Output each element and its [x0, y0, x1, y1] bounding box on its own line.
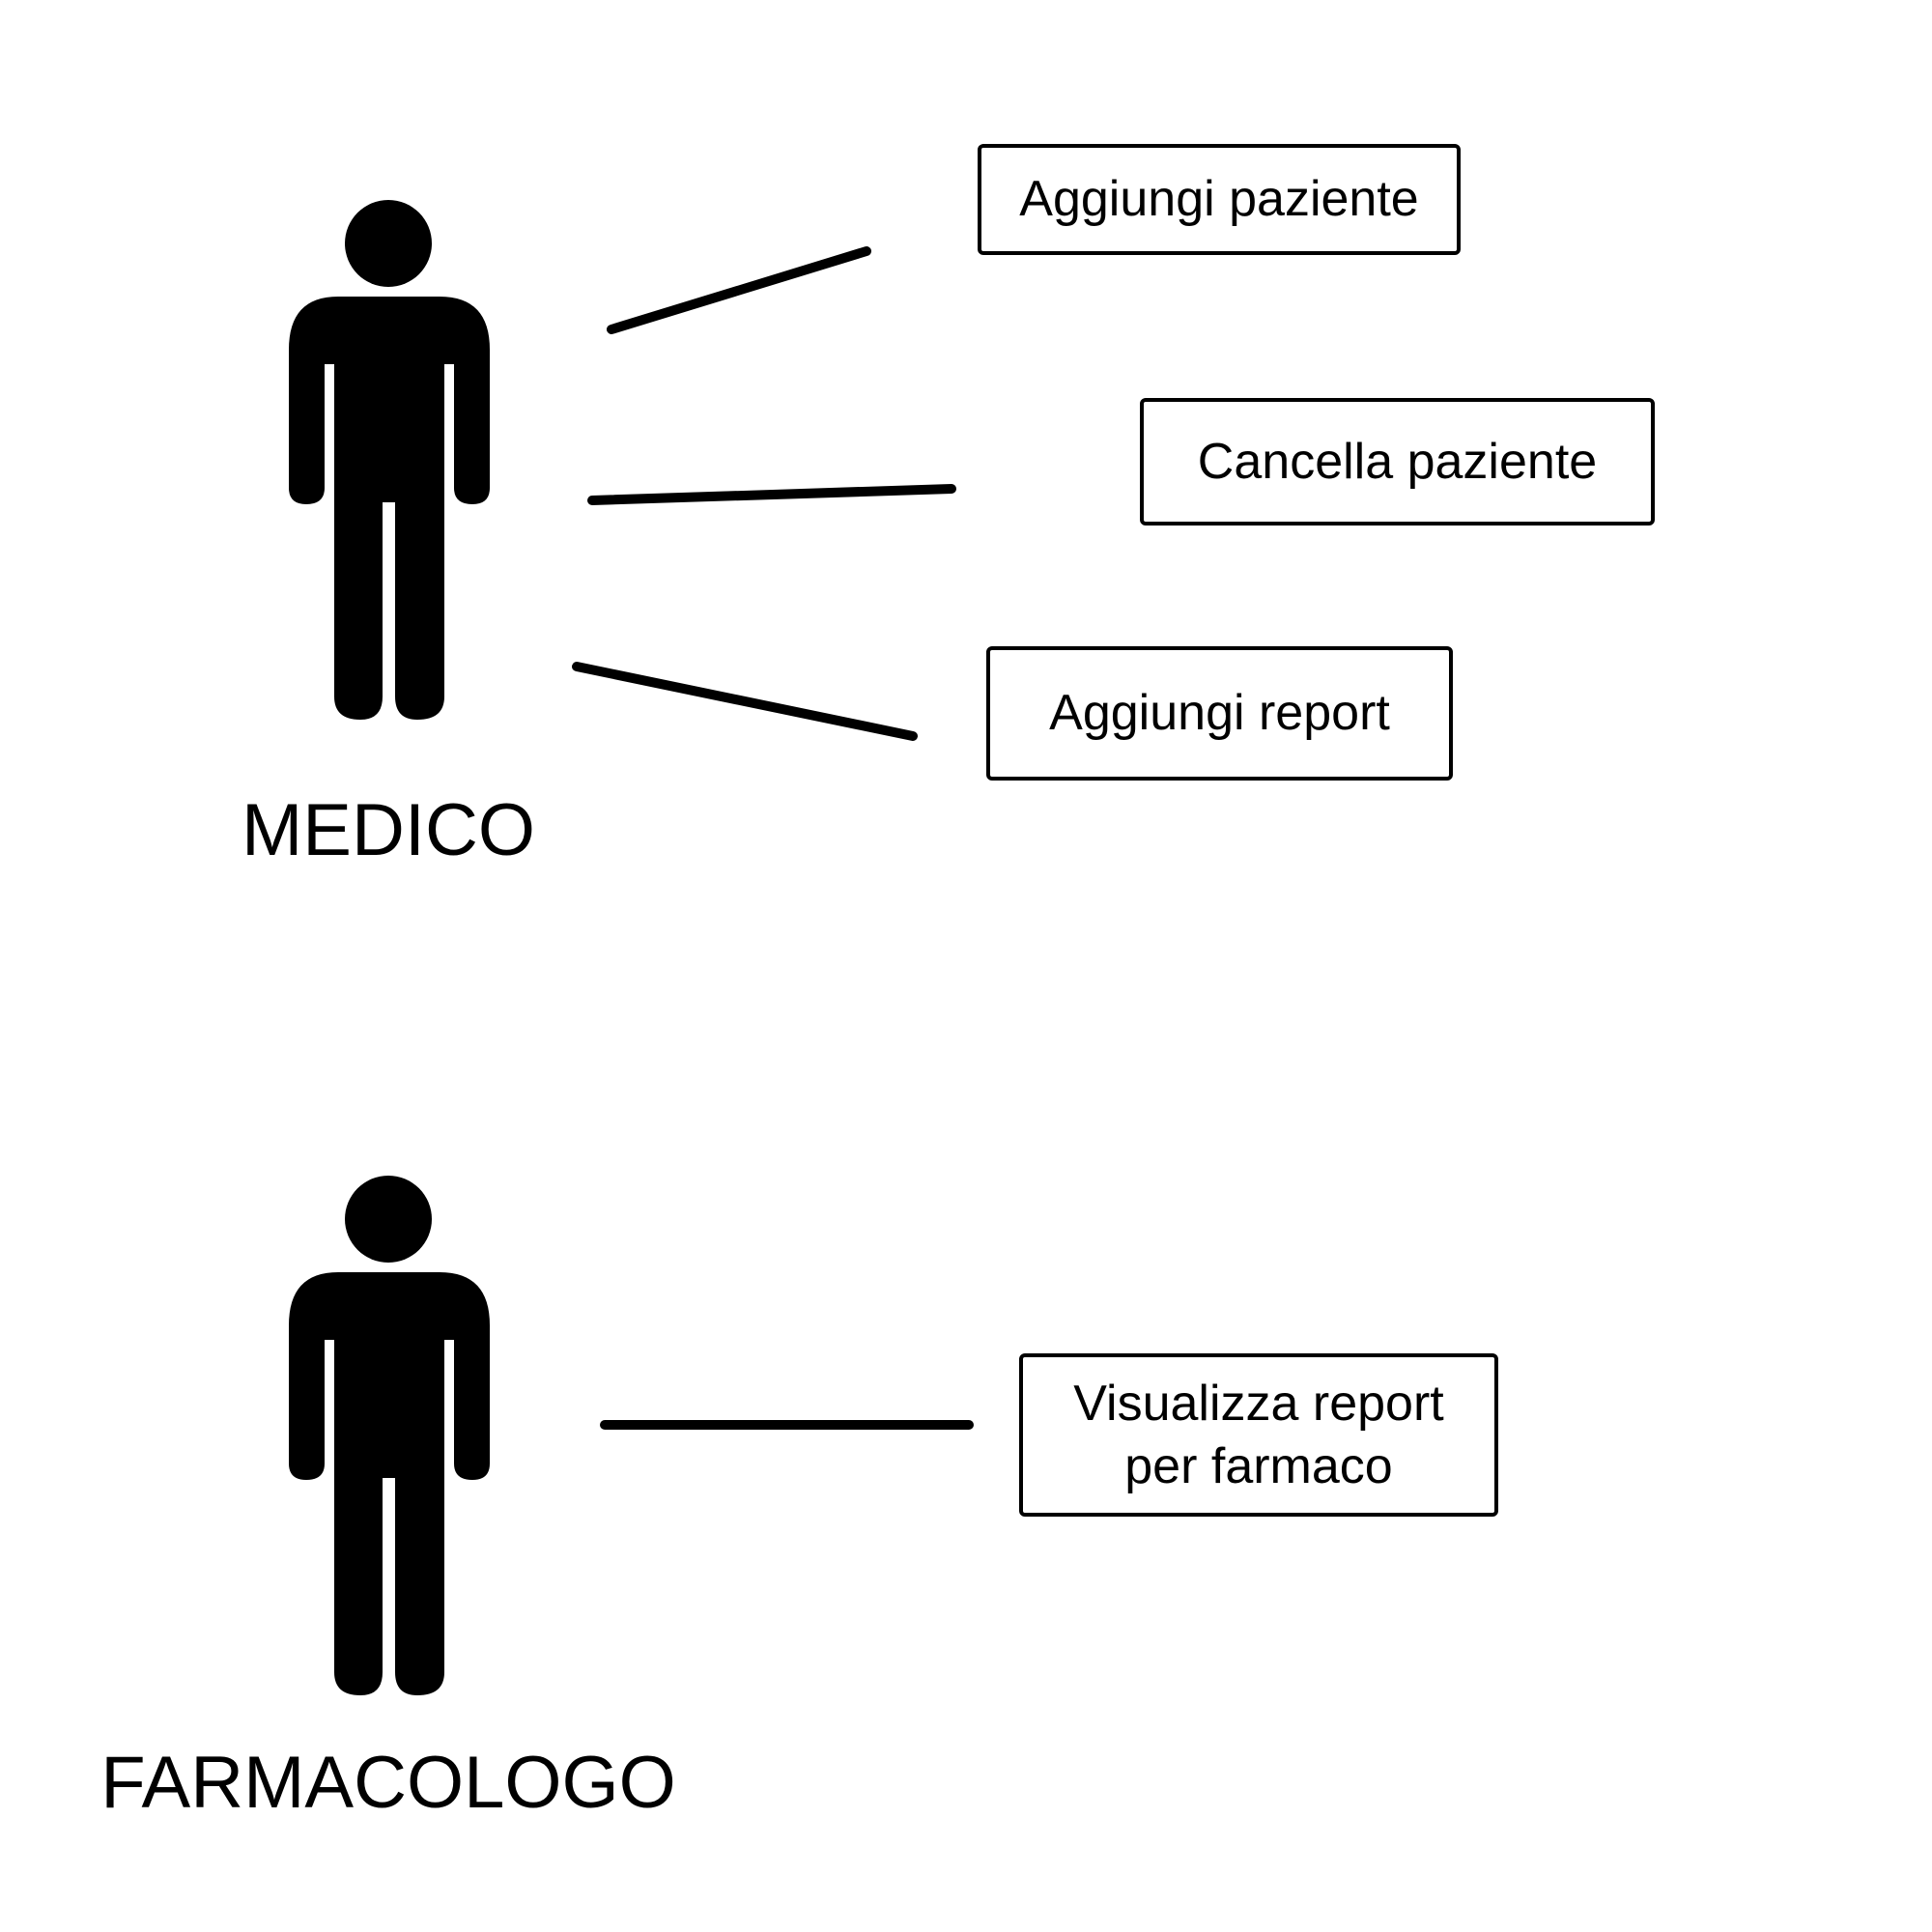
aggiungi-paziente-usecase: Aggiungi paziente: [978, 144, 1461, 255]
cancella-paziente-usecase: Cancella paziente: [1140, 398, 1655, 526]
medico-person-icon: [289, 200, 490, 720]
aggiungi-report-label: Aggiungi report: [1049, 685, 1390, 741]
association-line-aggiungi-paziente: [607, 246, 871, 334]
visualizza-report-usecase: Visualizza report per farmaco: [1019, 1353, 1498, 1517]
farmacologo-actor-label: FARMACOLOGO: [100, 1742, 676, 1824]
aggiungi-paziente-label: Aggiungi paziente: [1019, 171, 1419, 227]
cancella-paziente-label: Cancella paziente: [1197, 433, 1598, 490]
medico-actor-label: MEDICO: [242, 789, 535, 871]
aggiungi-report-usecase: Aggiungi report: [986, 646, 1453, 781]
farmacologo-person-icon: [289, 1176, 490, 1695]
association-line-aggiungi-report: [572, 662, 918, 741]
association-line-cancella-paziente: [587, 484, 956, 505]
visualizza-report-label: Visualizza report per farmaco: [1073, 1375, 1444, 1494]
